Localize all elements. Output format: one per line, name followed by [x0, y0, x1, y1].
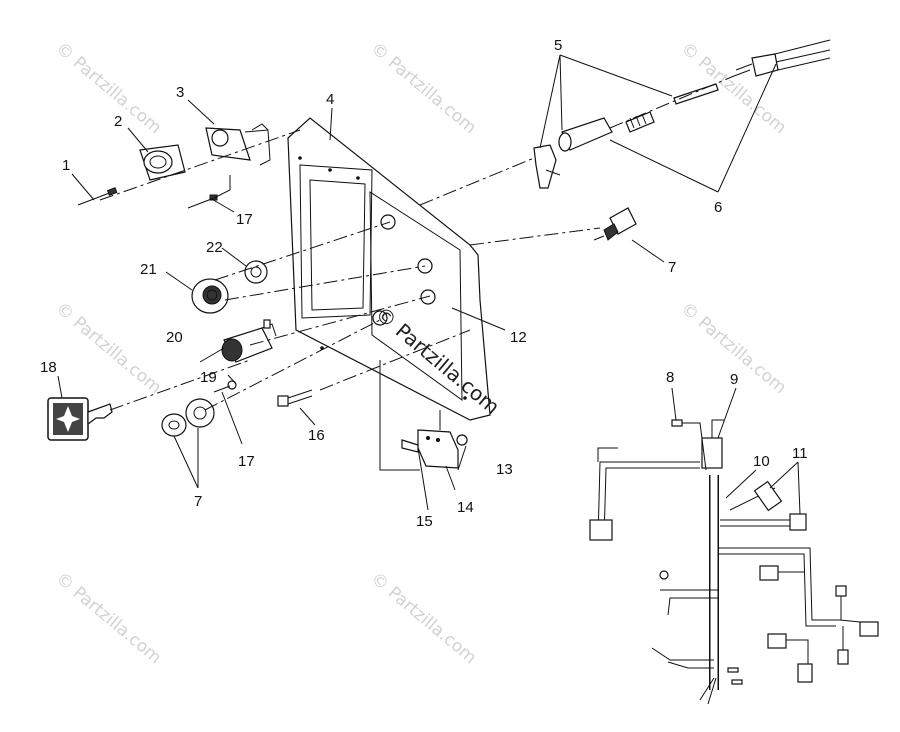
part-18-key — [47, 397, 113, 441]
part-14-terminal-block — [401, 429, 468, 469]
leader-lines — [57, 54, 801, 515]
callout-7: 7 — [668, 259, 676, 276]
callout-6: 6 — [714, 199, 722, 216]
callout-19: 19 — [200, 369, 217, 386]
callout-1: 1 — [62, 157, 70, 174]
watermark: © Partzilla.com — [367, 39, 480, 139]
part-7-lock-nut — [161, 398, 215, 437]
watermark: © Partzilla.com — [367, 569, 480, 669]
part-1-terminal — [77, 187, 118, 206]
callout-3: 3 — [176, 84, 184, 101]
part-19-screw — [213, 380, 237, 393]
callout-21: 21 — [140, 261, 157, 278]
callout-4: 4 — [326, 91, 334, 108]
callout-2: 2 — [114, 113, 122, 130]
callout-14: 14 — [457, 499, 474, 516]
callout-22: 22 — [206, 239, 223, 256]
callout-20: 20 — [166, 329, 183, 346]
callout-11: 11 — [792, 445, 808, 462]
part-17-screw — [187, 175, 231, 209]
callout-17a: 17 — [236, 211, 253, 228]
watermark: © Partzilla.com — [52, 569, 165, 669]
callout-labels: 1 2 3 4 5 6 7 8 9 10 11 12 13 14 15 16 1… — [40, 37, 808, 530]
centerlines — [99, 75, 735, 411]
part-22-washer — [244, 260, 268, 284]
callout-15: 15 — [416, 513, 433, 530]
callout-7b: 7 — [194, 493, 202, 510]
callout-10: 10 — [753, 453, 770, 470]
watermark: © Partzilla.com — [677, 39, 790, 139]
part-3-bracket — [205, 123, 271, 166]
instrument-panel — [287, 117, 491, 421]
callout-17b: 17 — [238, 453, 255, 470]
callout-9: 9 — [730, 371, 738, 388]
callout-13: 13 — [496, 461, 513, 478]
callout-12: 12 — [510, 329, 527, 346]
part-7-toggle-switch — [593, 207, 637, 241]
part-2-bezel — [139, 144, 186, 181]
part-20-ignition-switch — [221, 319, 277, 363]
watermark: © Partzilla.com — [52, 299, 165, 399]
callout-5: 5 — [554, 37, 562, 54]
callout-18: 18 — [40, 359, 57, 376]
watermark: © Partzilla.com — [52, 39, 165, 139]
wiring-harness — [589, 419, 879, 705]
part-21-nut — [191, 278, 229, 314]
part-5-switch-assembly — [533, 39, 831, 189]
part-15-bracket-lines — [379, 360, 441, 471]
callout-16: 16 — [308, 427, 325, 444]
part-16-bolt — [277, 389, 313, 407]
callout-8: 8 — [666, 369, 674, 386]
